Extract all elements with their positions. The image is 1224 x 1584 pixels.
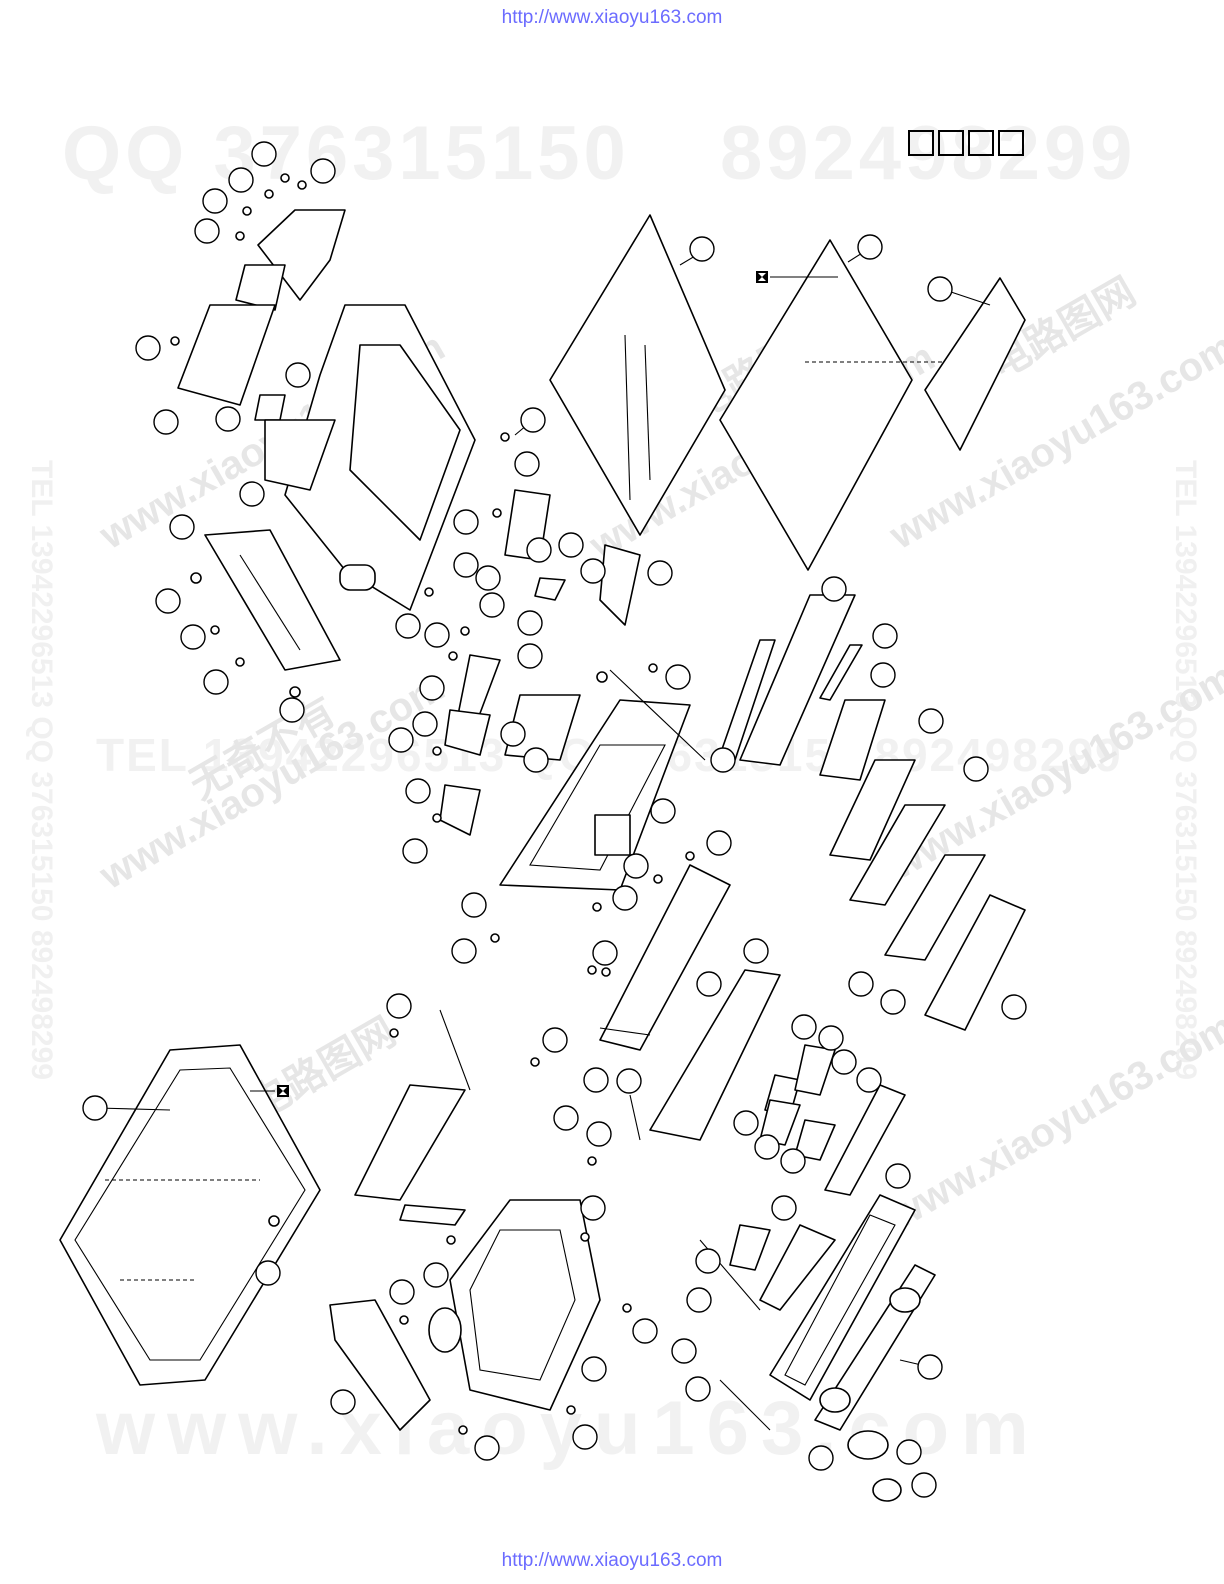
screw-icons [170, 173, 695, 1435]
bottom-reference-mark-icon [250, 1085, 289, 1097]
header-box [998, 130, 1024, 156]
top-cover-panel [549, 214, 726, 536]
display-frame [599, 864, 781, 1141]
watermark-diagonal: www.xiaoyu163.com [92, 665, 452, 899]
lever-parts [439, 489, 641, 836]
main-chassis-frame [264, 304, 476, 611]
switch-parts [729, 1044, 906, 1311]
bottom-chassis-plate [59, 1044, 321, 1386]
header-box [938, 130, 964, 156]
watermark-qq-right: 892498299 [720, 111, 1137, 196]
front-panel-face [769, 1194, 936, 1431]
footer-url[interactable]: http://www.xiaoyu163.com [501, 1550, 723, 1571]
circuit-board [354, 1084, 466, 1226]
header-box [908, 130, 934, 156]
watermark-side-left: TEL 13942296513 QQ 376315150 892498299 [25, 460, 58, 1080]
callout-circle-icons [82, 141, 1027, 1498]
upper-bracket-assembly [177, 209, 346, 421]
header-url[interactable]: http://www.xiaoyu163.com [501, 7, 723, 28]
header-box [968, 130, 994, 156]
knob [847, 1430, 902, 1502]
reference-mark-icon [756, 271, 838, 283]
chassis-top-panel [719, 239, 1026, 571]
header-box-group [908, 130, 1024, 160]
watermark-qq-left: QQ 376315150 [62, 111, 630, 196]
watermark-diagonal: www.xiaoyu163.com [882, 1005, 1224, 1239]
heat-sink-plate [204, 529, 341, 671]
front-panel-frame [499, 699, 691, 891]
display-holder-parts [719, 594, 1026, 1031]
watermark-diagonal: www.xiaoyu163.com [882, 655, 1224, 889]
watermark-side-right: TEL 13942296513 QQ 376315150 892498299 [1169, 460, 1202, 1080]
mechanism-unit [428, 1199, 601, 1411]
side-bracket [329, 1299, 431, 1431]
